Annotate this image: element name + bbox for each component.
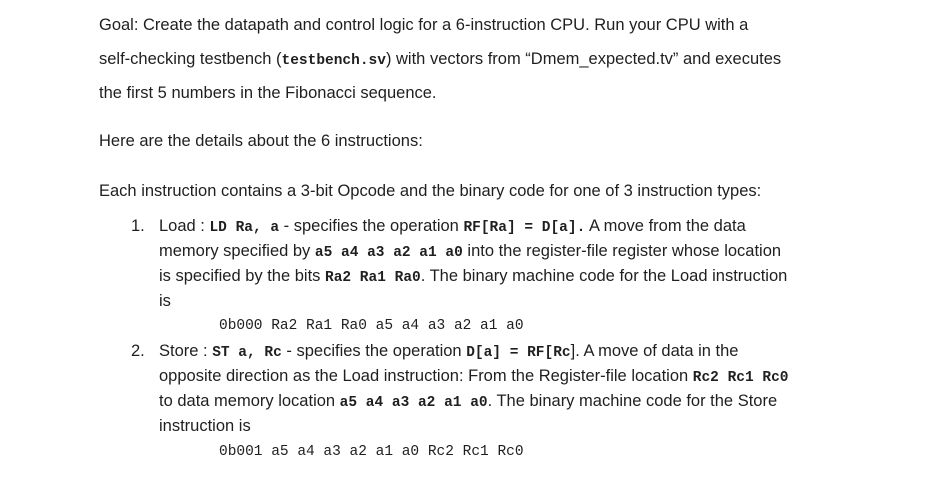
instruction-types-intro: Each instruction contains a 3-bit Opcode… <box>99 182 762 200</box>
store-text-2: ]. A move of data in the <box>570 342 739 360</box>
store-line-3: to data memory location a5 a4 a3 a2 a1 a… <box>159 392 777 411</box>
store-text-5: . The binary machine code for the Store <box>487 392 778 410</box>
load-text-3: memory specified by <box>159 242 315 260</box>
list-number-2: 2. <box>131 342 145 360</box>
load-machine-code: 0b000 Ra2 Ra1 Ra0 a5 a4 a3 a2 a1 a0 <box>219 318 524 334</box>
goal-line-1: Goal: Create the datapath and control lo… <box>99 16 749 34</box>
store-text-4: to data memory location <box>159 392 340 410</box>
load-text-6: . The binary machine code for the Load i… <box>420 267 788 285</box>
store-line-1: Store : ST a, Rc - specifies the operati… <box>159 342 738 361</box>
store-line-2: opposite direction as the Load instructi… <box>159 367 789 386</box>
load-text-2: A move from the data <box>585 217 746 235</box>
store-text: - specifies the operation <box>281 342 467 360</box>
store-register-bits: Rc2 Rc1 Rc0 <box>692 370 789 386</box>
load-label: Load : <box>159 217 210 235</box>
store-line-4: instruction is <box>159 417 251 435</box>
store-text-3: opposite direction as the Load instructi… <box>159 367 693 385</box>
load-line-3: is specified by the bits Ra2 Ra1 Ra0. Th… <box>159 267 787 286</box>
store-label: Store : <box>159 342 213 360</box>
load-line-4: is <box>159 292 171 310</box>
testbench-filename: testbench.sv <box>281 53 386 69</box>
instructions-intro: Here are the details about the 6 instruc… <box>99 132 423 150</box>
goal-line-2-post: ) with vectors from “Dmem_expected.tv” a… <box>385 50 782 68</box>
load-text-4: into the register-file register whose lo… <box>462 242 782 260</box>
load-address-bits: a5 a4 a3 a2 a1 a0 <box>314 245 463 261</box>
load-line-2: memory specified by a5 a4 a3 a2 a1 a0 in… <box>159 242 781 261</box>
load-line-1: Load : LD Ra, a - specifies the operatio… <box>159 217 746 236</box>
load-text-5: is specified by the bits <box>159 267 325 285</box>
list-number-1: 1. <box>131 217 145 235</box>
goal-line-2: self-checking testbench (testbench.sv) w… <box>99 50 781 69</box>
store-operation: D[a] = RF[Rc <box>466 345 571 361</box>
load-syntax: LD Ra, a <box>209 220 280 236</box>
load-operation: RF[Ra] = D[a]. <box>463 220 586 236</box>
load-register-bits: Ra2 Ra1 Ra0 <box>325 270 421 286</box>
store-machine-code: 0b001 a5 a4 a3 a2 a1 a0 Rc2 Rc1 Rc0 <box>219 444 524 460</box>
store-syntax: ST a, Rc <box>212 345 282 361</box>
goal-line-3: the first 5 numbers in the Fibonacci seq… <box>99 84 437 102</box>
load-text: - specifies the operation <box>279 217 464 235</box>
goal-line-2-pre: self-checking testbench ( <box>99 50 282 68</box>
store-address-bits: a5 a4 a3 a2 a1 a0 <box>339 395 488 411</box>
